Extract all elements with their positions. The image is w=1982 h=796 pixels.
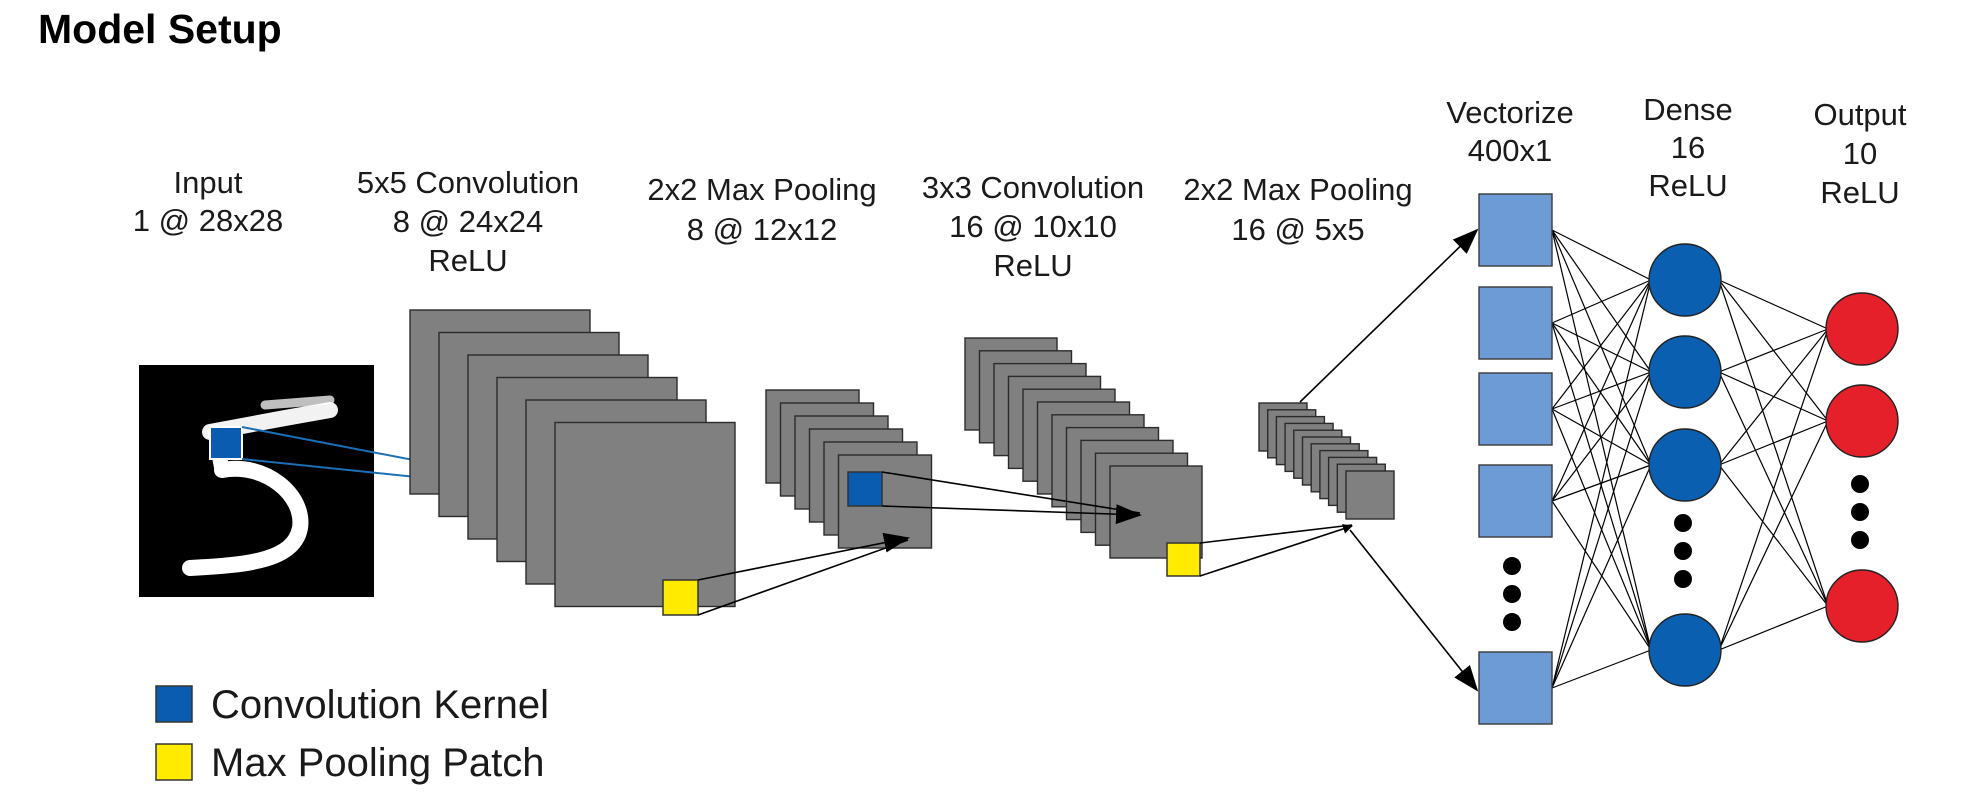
vectorize-label-line-1: Vectorize [1446,95,1574,130]
output-node [1825,384,1899,458]
dense-node [1648,335,1722,409]
pool2-label-line-2: 16 @ 5x5 [1231,212,1364,247]
pool2-to-vector-top-arrow [1299,228,1479,403]
vector-to-dense-edge [1551,279,1652,410]
conv1-feature-map [554,421,736,608]
dense-to-output-edge [1718,420,1829,466]
fully-connected-edges [1551,229,1829,689]
legend-label-max-pooling-patch: Max Pooling Patch [211,741,545,785]
output-nodes [1825,292,1899,643]
pool2-feature-map-stack [1258,402,1395,520]
dense-ellipsis-icon [1674,514,1692,588]
dense-node [1648,613,1722,687]
conv1-feature-map-stack [409,309,736,608]
conv1-label-line-1: 5x5 Convolution [357,165,579,200]
input-convolution-kernel [209,426,243,460]
input-label-line-1: Input [174,165,243,200]
input-image [139,365,374,597]
vector-to-dense-edge [1551,279,1652,502]
output-label-line-1: Output [1813,97,1906,132]
dense-to-output-edge [1718,279,1829,330]
vector-to-dense-edge [1551,229,1652,651]
conv2-max-pooling-patch [1166,542,1201,577]
vectorize-unit [1478,286,1553,360]
vector-to-dense-edge [1551,279,1652,324]
vector-to-dense-edge [1551,279,1652,689]
conv2-to-pool2-line [1199,524,1353,544]
pool2-feature-map [1345,470,1395,520]
dense-label-line-3: ReLU [1648,168,1727,203]
vectorize-unit [1478,372,1553,446]
pool1-to-conv2-arrow [881,504,1142,525]
dense-node [1648,243,1722,317]
input-label-line-2: 1 @ 28x28 [133,203,283,238]
vector-to-dense-edge [1551,229,1652,281]
vector-to-dense-edge [1551,649,1652,689]
vectorize-units [1478,193,1553,725]
conv2-label-line-1: 3x3 Convolution [922,170,1144,205]
conv1-to-pool1-line [697,539,909,616]
pool1-label-line-1: 2x2 Max Pooling [647,172,876,207]
dense-label-line-2: 16 [1671,130,1705,165]
max-pooling-patch-swatch-icon [155,743,193,781]
pool2-label-line-1: 2x2 Max Pooling [1183,172,1412,207]
conv1-label-line-3: ReLU [428,243,507,278]
conv2-label-line-3: ReLU [993,248,1072,283]
vectorize-unit [1478,651,1553,725]
page-title: Model Setup [38,6,282,52]
pool1-label-line-2: 8 @ 12x12 [687,212,837,247]
conv2-to-pool2-arrow [1199,524,1353,577]
legend: Convolution Kernel Max Pooling Patch [155,683,549,785]
conv1-label-line-2: 8 @ 24x24 [393,204,543,239]
dense-to-output-edge [1718,328,1829,466]
vector-to-dense-edge [1551,371,1652,689]
vector-ellipsis-icon [1503,557,1521,631]
pool1-feature-map-stack [765,389,933,549]
dense-nodes [1648,243,1722,687]
conv1-to-pool1-arrow [697,532,910,581]
vector-to-dense-edge [1551,322,1652,466]
vector-to-dense-edge [1551,371,1652,502]
output-node [1825,569,1899,643]
convolution-kernel-swatch-icon [155,685,193,723]
pool1-to-conv2-line [881,471,1141,514]
legend-label-convolution-kernel: Convolution Kernel [211,683,549,727]
dense-to-output-edge [1718,328,1829,373]
stage-connection-arrows [697,228,1479,692]
vectorize-label-line-2: 400x1 [1468,133,1552,168]
output-label-line-2: 10 [1843,136,1877,171]
output-ellipsis-icon [1851,475,1869,549]
output-label-line-3: ReLU [1820,175,1899,210]
vectorize-unit [1478,193,1553,267]
conv2-label-line-2: 16 @ 10x10 [949,209,1117,244]
dense-label-line-1: Dense [1643,92,1733,127]
vectorize-unit [1478,464,1553,538]
pool1-convolution-kernel [847,471,883,507]
conv2-feature-map-stack [964,337,1203,559]
vector-to-dense-edge [1551,322,1652,373]
dense-to-output-edge [1718,420,1829,651]
dense-to-output-edge [1718,328,1829,651]
dense-to-output-edge [1718,605,1829,651]
conv1-max-pooling-patch [662,579,699,616]
vector-to-dense-edge [1551,464,1652,689]
dense-node [1648,428,1722,502]
pool2-to-vector-bottom-arrow [1349,529,1479,692]
output-node [1825,292,1899,366]
